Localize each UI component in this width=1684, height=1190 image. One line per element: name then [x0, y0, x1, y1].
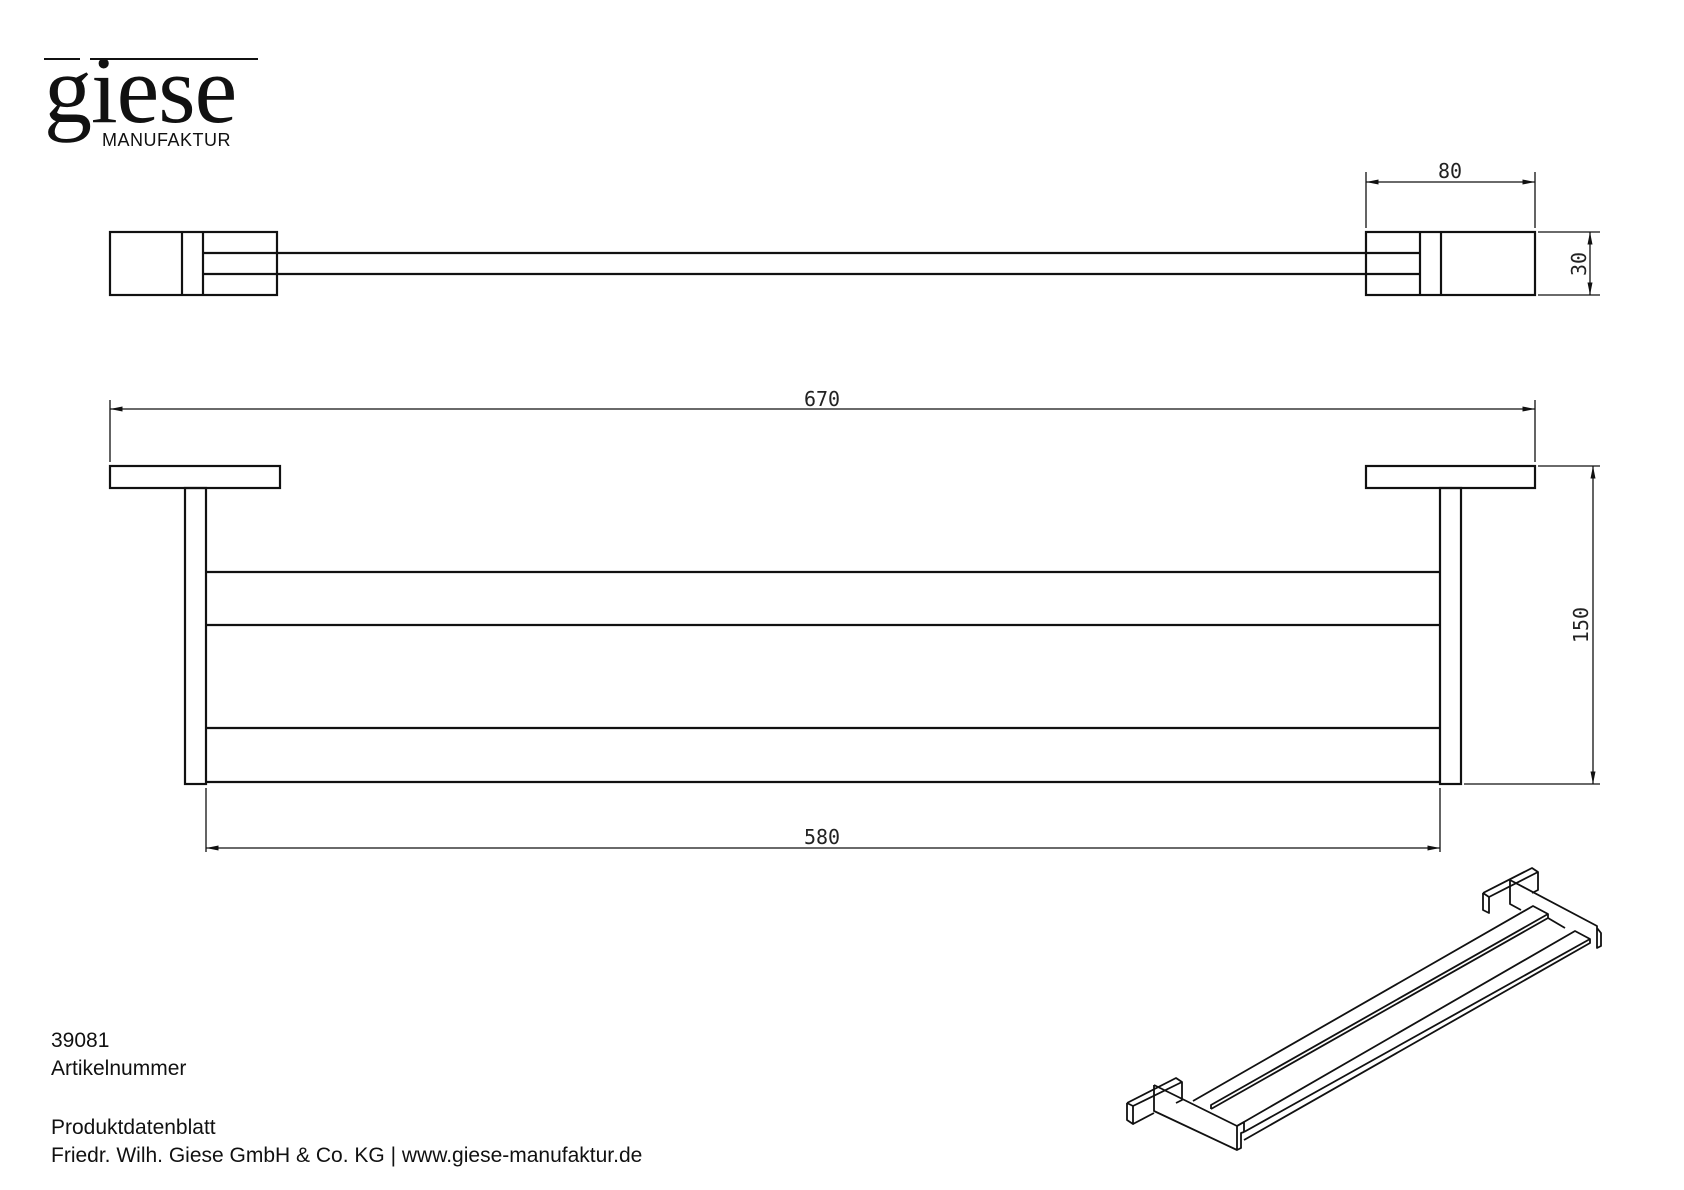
top-view-dimensions	[1365, 172, 1600, 296]
document-title: Produktdatenblatt	[51, 1116, 216, 1139]
dim-label-80: 80	[1438, 159, 1462, 183]
article-number-label: Artikelnummer	[51, 1057, 187, 1080]
logo-wordmark: giese	[44, 36, 237, 143]
logo-rule-right	[90, 58, 258, 60]
company-line: Friedr. Wilh. Giese GmbH & Co. KG | www.…	[51, 1144, 643, 1167]
document-info: Produktdatenblatt Friedr. Wilh. Giese Gm…	[51, 1114, 642, 1170]
logo-rule-left	[44, 58, 80, 60]
article-info: 39081 Artikelnummer	[51, 1027, 186, 1083]
dim-label-580: 580	[804, 825, 840, 849]
logo-tagline: MANUFAKTUR	[102, 130, 232, 150]
front-view	[108, 464, 1537, 786]
isometric-view	[1126, 867, 1602, 1151]
top-view	[108, 230, 1537, 297]
front-view-dimensions	[109, 400, 1600, 852]
dim-label-150: 150	[1569, 607, 1593, 643]
dim-label-30: 30	[1567, 252, 1591, 276]
article-number: 39081	[51, 1029, 110, 1052]
dim-label-670: 670	[804, 387, 840, 411]
